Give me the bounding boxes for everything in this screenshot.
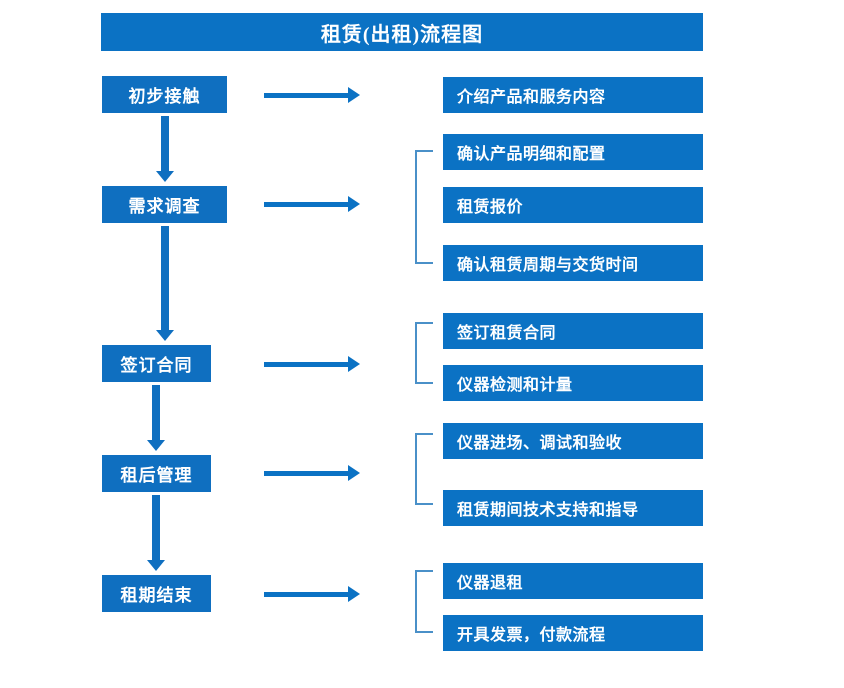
- horizontal-arrow-sign-contract: [264, 356, 360, 372]
- stage-box-post-rental-management[interactable]: 租后管理: [102, 455, 211, 492]
- vertical-arrow-contract-to-management: [147, 385, 165, 451]
- bracket-post-rental-group: [415, 433, 433, 505]
- chart-title: 租赁(出租)流程图: [101, 13, 703, 51]
- horizontal-arrow-lease-end: [264, 586, 360, 602]
- bracket-demand-survey-group: [415, 150, 433, 264]
- stage-box-sign-contract[interactable]: 签订合同: [102, 345, 211, 382]
- stage-box-lease-end[interactable]: 租期结束: [102, 575, 211, 612]
- vertical-arrow-contact-to-survey: [156, 116, 174, 182]
- bracket-lease-end-group: [415, 570, 433, 633]
- horizontal-arrow-initial-contact: [264, 87, 360, 103]
- detail-box-instrument-return[interactable]: 仪器退租: [443, 563, 703, 599]
- detail-box-sign-lease-agreement[interactable]: 签订租赁合同: [443, 313, 703, 349]
- horizontal-arrow-demand-survey: [264, 196, 360, 212]
- detail-box-instrument-inspection[interactable]: 仪器检测和计量: [443, 365, 703, 401]
- detail-box-instrument-commissioning[interactable]: 仪器进场、调试和验收: [443, 423, 703, 459]
- detail-box-technical-support[interactable]: 租赁期间技术支持和指导: [443, 490, 703, 526]
- vertical-arrow-management-to-end: [147, 495, 165, 571]
- horizontal-arrow-post-rental-management: [264, 465, 360, 481]
- detail-box-invoice-payment[interactable]: 开具发票，付款流程: [443, 615, 703, 651]
- detail-box-confirm-lease-period[interactable]: 确认租赁周期与交货时间: [443, 245, 703, 281]
- bracket-sign-contract-group: [415, 322, 433, 384]
- detail-box-introduce-products[interactable]: 介绍产品和服务内容: [443, 77, 703, 113]
- stage-box-demand-survey[interactable]: 需求调查: [102, 186, 227, 223]
- stage-box-initial-contact[interactable]: 初步接触: [102, 76, 227, 113]
- vertical-arrow-survey-to-contract: [156, 226, 174, 341]
- detail-box-rental-quotation[interactable]: 租赁报价: [443, 187, 703, 223]
- detail-box-confirm-product-details[interactable]: 确认产品明细和配置: [443, 134, 703, 170]
